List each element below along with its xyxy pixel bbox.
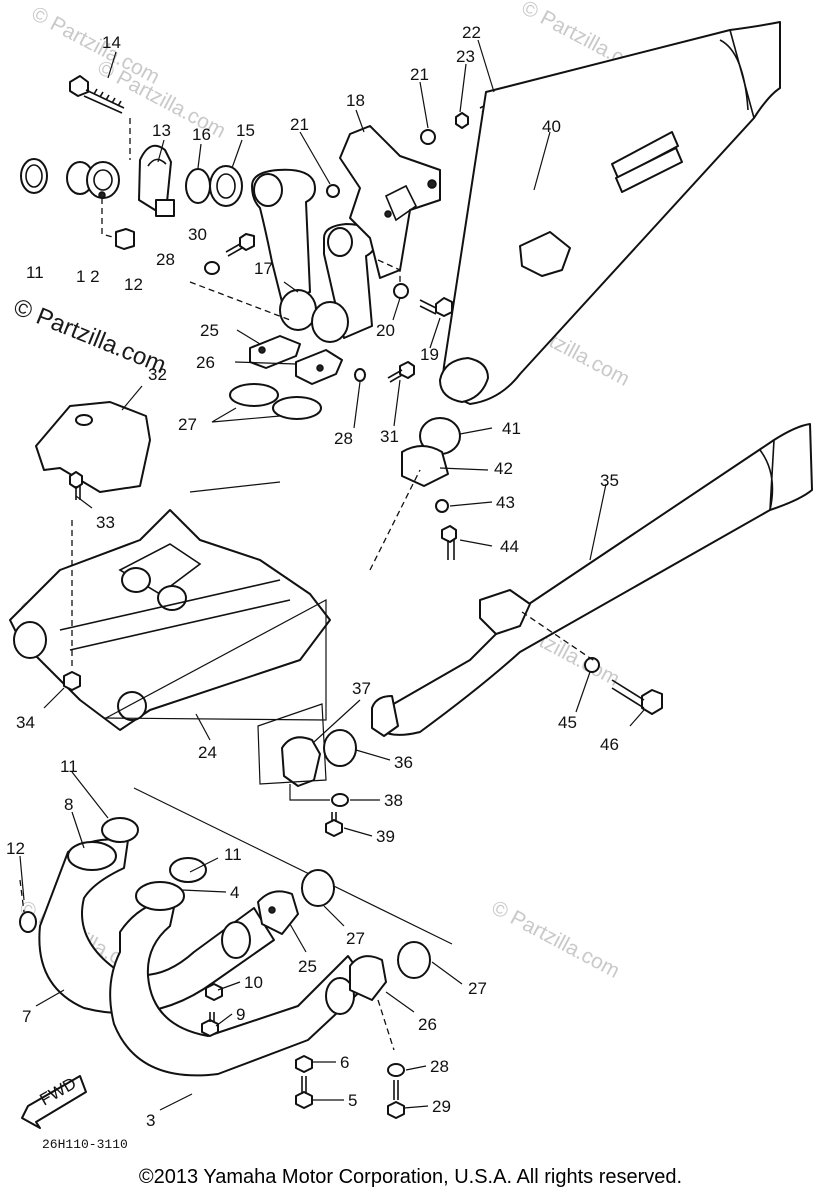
callout-19: 19 — [420, 345, 439, 364]
collar-group — [257, 703, 357, 837]
callout-16: 16 — [192, 125, 211, 144]
lower-gaskets — [257, 869, 431, 1119]
callout-44: 44 — [500, 537, 519, 556]
callout-12: 12 — [6, 839, 25, 858]
callout-27: 27 — [346, 929, 365, 948]
callout-25: 25 — [200, 321, 219, 340]
callout-26: 26 — [418, 1015, 437, 1034]
callout-27: 27 — [178, 415, 197, 434]
header-pipes — [19, 787, 453, 1109]
callout-28: 28 — [334, 429, 353, 448]
callout-5: 5 — [348, 1091, 357, 1110]
callout-37: 37 — [352, 679, 371, 698]
callout-36: 36 — [394, 753, 413, 772]
watermark: © Partzilla.com — [488, 896, 624, 983]
callout-10: 10 — [244, 973, 263, 992]
callout-21: 21 — [290, 115, 309, 134]
callout-18: 18 — [346, 91, 365, 110]
callout-41: 41 — [502, 419, 521, 438]
callout-6: 6 — [340, 1053, 349, 1072]
callout-45: 45 — [558, 713, 577, 732]
callout-32: 32 — [148, 365, 167, 384]
callout-20: 20 — [376, 321, 395, 340]
callout-40: 40 — [542, 117, 561, 136]
muffler-upper — [401, 21, 781, 560]
callout-38: 38 — [384, 791, 403, 810]
callout-24: 24 — [198, 743, 217, 762]
callout-21: 21 — [410, 65, 429, 84]
callout-12: 12 — [124, 275, 143, 294]
callout-3: 3 — [146, 1111, 155, 1130]
callout-29: 29 — [432, 1097, 451, 1116]
callout-9: 9 — [236, 1005, 245, 1024]
crossover-chamber — [9, 401, 421, 731]
callout-28: 28 — [156, 250, 175, 269]
callout-14: 14 — [102, 33, 121, 52]
leader-lines — [19, 39, 645, 1111]
callout-11: 11 — [60, 757, 78, 776]
forward-arrow: FWD — [21, 1074, 87, 1129]
callout-46: 46 — [600, 735, 619, 754]
callout-17: 17 — [254, 259, 273, 278]
callout-12: 1 2 — [76, 267, 100, 286]
callout-7: 7 — [22, 1007, 31, 1026]
callout-35: 35 — [600, 471, 619, 490]
callout-39: 39 — [376, 827, 395, 846]
callout-27: 27 — [468, 979, 487, 998]
callout-8: 8 — [64, 795, 73, 814]
callout-42: 42 — [494, 459, 513, 478]
callout-28: 28 — [430, 1057, 449, 1076]
muffler-lower — [371, 423, 813, 737]
callout-15: 15 — [236, 121, 255, 140]
callout-labels: 11 1 2 12 14 13 16 15 30 28 17 21 18 21 … — [6, 23, 619, 1130]
callout-11: 11 — [224, 845, 242, 864]
callout-11: 11 — [26, 263, 44, 282]
exhaust-port-pipes — [189, 89, 513, 423]
callout-22: 22 — [462, 23, 481, 42]
callout-4: 4 — [230, 883, 239, 902]
callout-25: 25 — [298, 957, 317, 976]
callout-26: 26 — [196, 353, 215, 372]
callout-43: 43 — [496, 493, 515, 512]
upper-fittings — [20, 75, 243, 250]
callout-34: 34 — [16, 713, 35, 732]
callout-33: 33 — [96, 513, 115, 532]
callout-31: 31 — [380, 427, 399, 446]
callout-13: 13 — [152, 121, 171, 140]
watermark-dark: © Partzilla.com — [10, 294, 170, 380]
callout-23: 23 — [456, 47, 475, 66]
diagram-code: 26H110-3110 — [42, 1137, 128, 1152]
callout-30: 30 — [188, 225, 207, 244]
copyright-notice: ©2013 Yamaha Motor Corporation, U.S.A. A… — [138, 1166, 683, 1188]
